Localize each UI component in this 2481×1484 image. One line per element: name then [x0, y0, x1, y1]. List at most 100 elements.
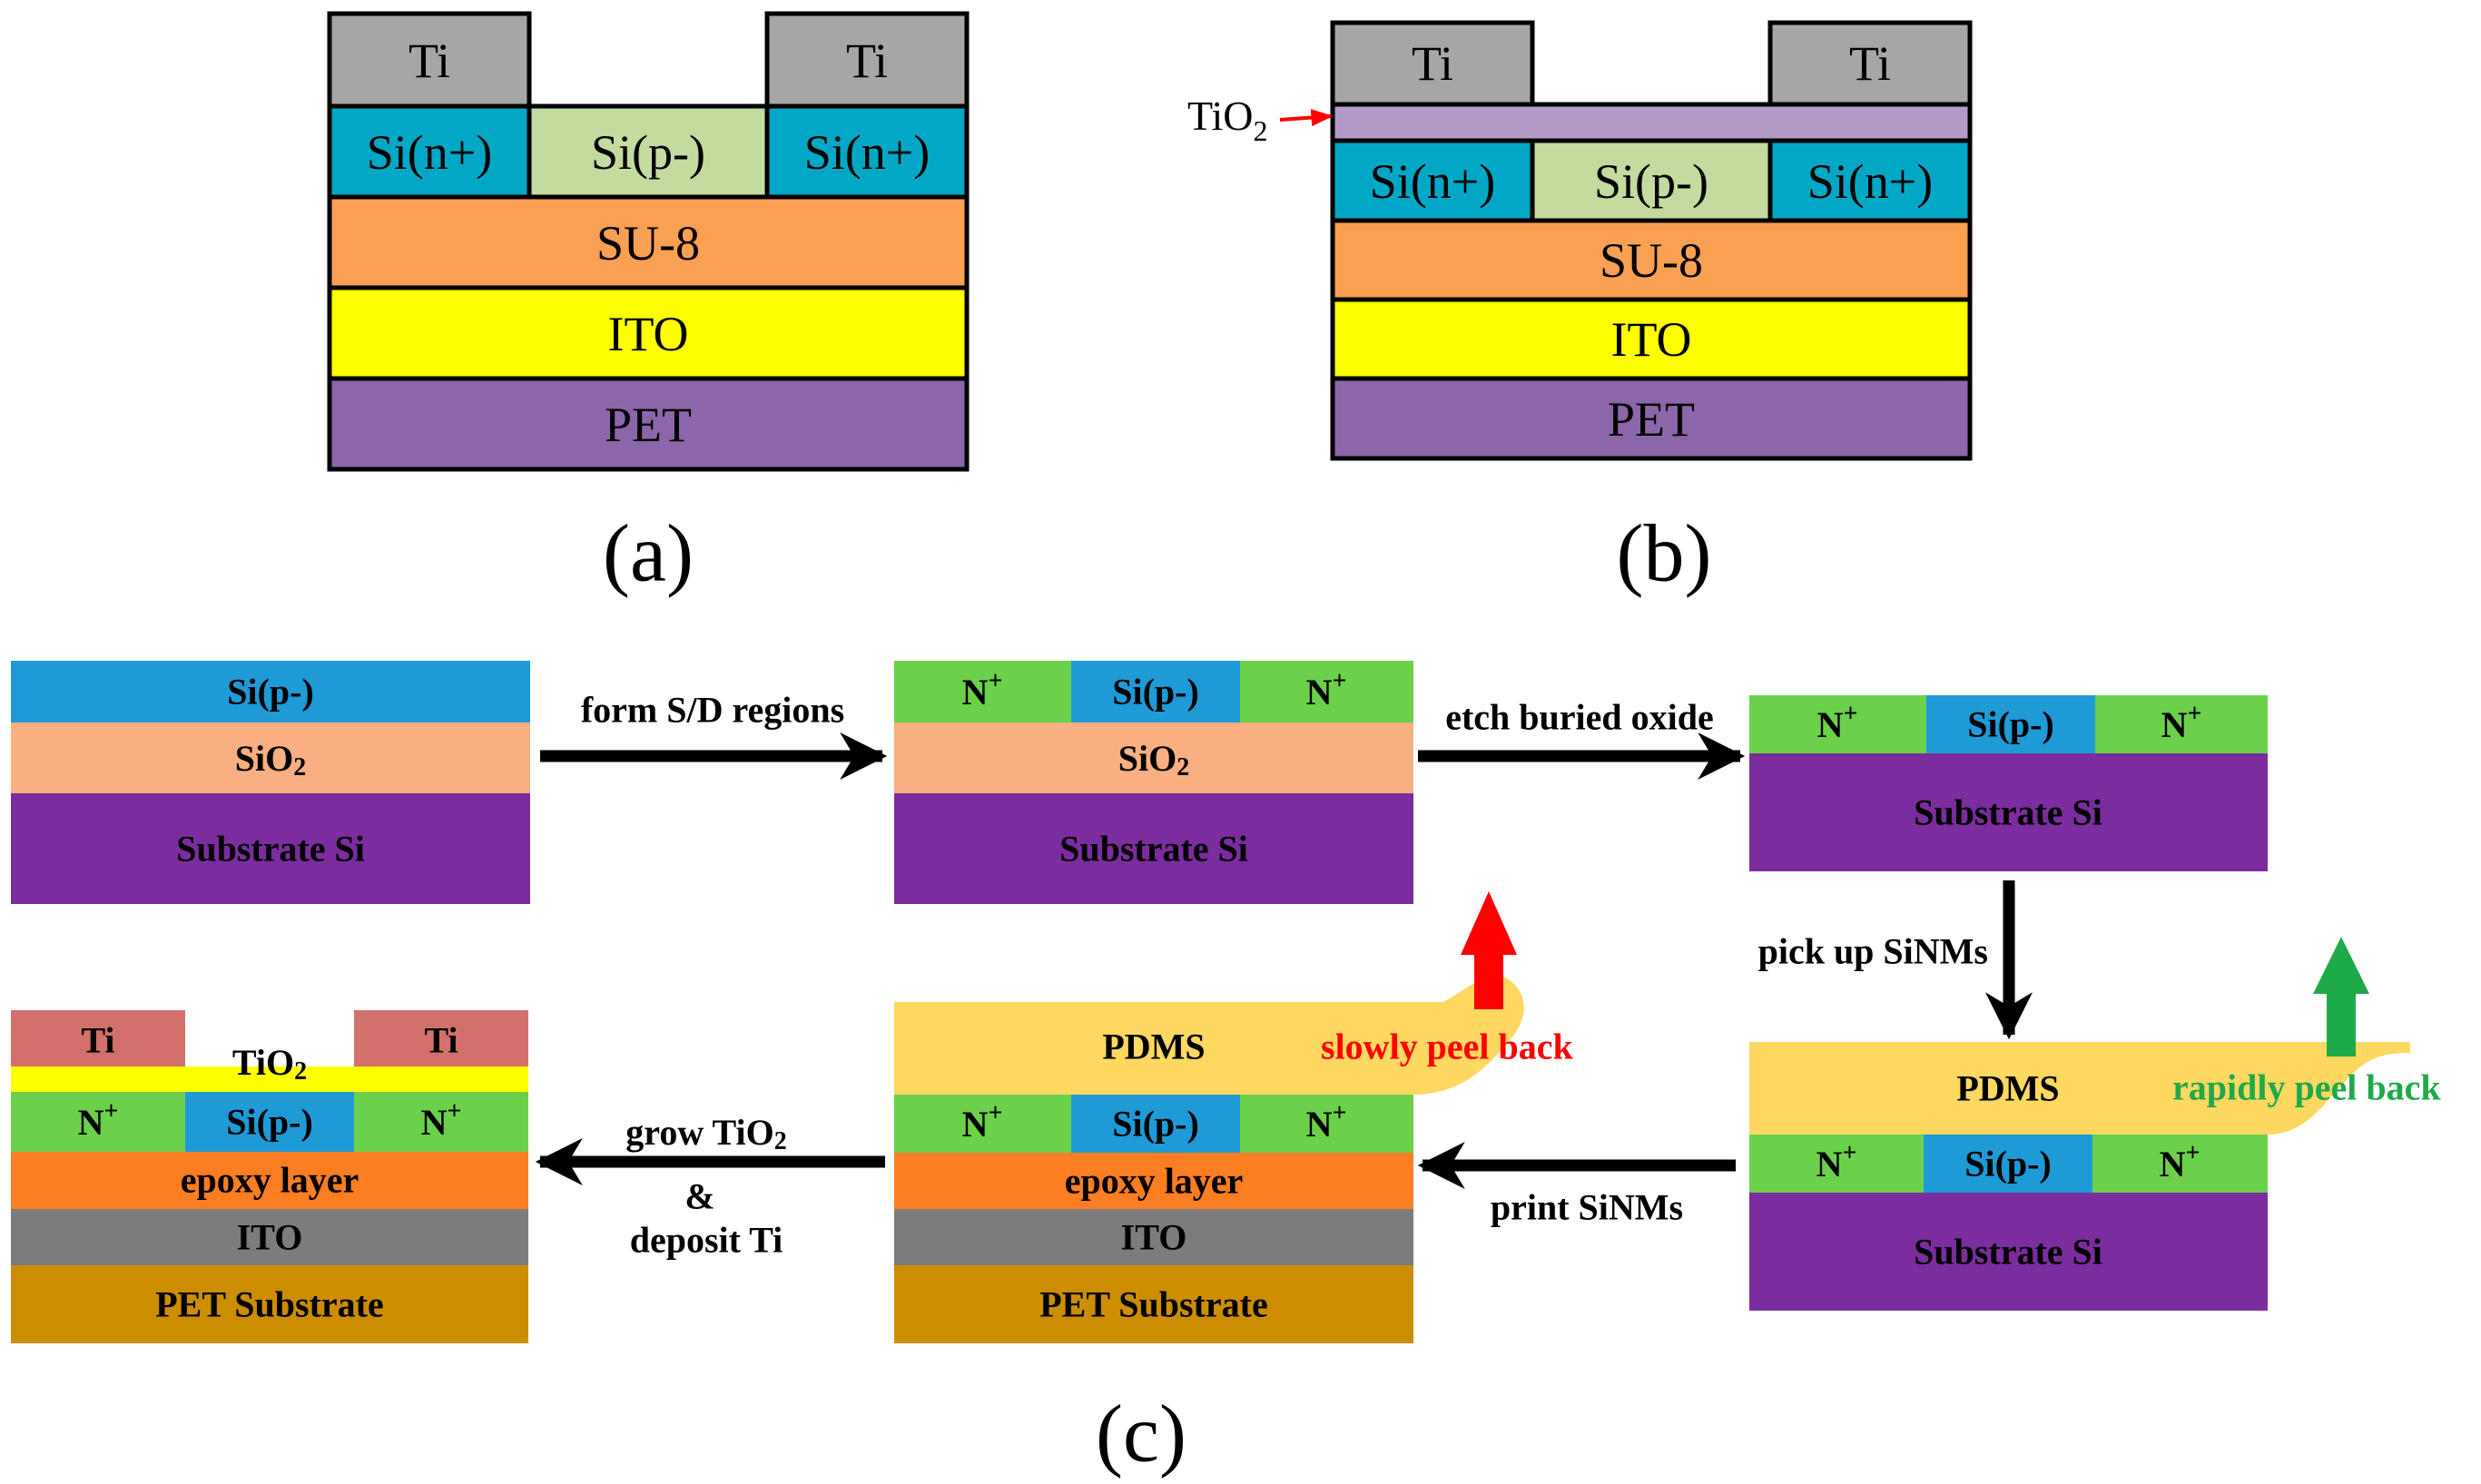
c2-n-left-label: N+ [962, 667, 1003, 713]
a-ti-left-layer [327, 11, 532, 109]
a-si-n-right-label: Si(n+) [804, 125, 930, 180]
c1-sio2-layer [11, 722, 530, 793]
panel-a [327, 11, 970, 472]
b-su8-label: SU-8 [1600, 233, 1703, 288]
b-tio2-callout-sub: 2 [1253, 114, 1267, 147]
c2-n-right-main: N [1306, 672, 1333, 713]
c4-n-left-sup: + [1842, 1139, 1856, 1167]
c5-n-left-main: N [962, 1104, 989, 1145]
b-si-n-right-layer [1767, 138, 1973, 223]
c2-n-left-sup: + [988, 667, 1002, 695]
b-tio2-callout-main: TiO [1187, 93, 1253, 139]
c2-si-p-label: Si(p-) [1112, 672, 1199, 713]
a-si-n-left-label: Si(n+) [367, 125, 492, 180]
c2-sio2-label: SiO2 [1118, 738, 1189, 781]
c4-n-left-label: N+ [1816, 1139, 1857, 1184]
c2-sio2-layer [894, 722, 1413, 793]
c5-slow-peel-arrow-shaft [1474, 953, 1503, 1009]
b-si-n-right-label: Si(n+) [1807, 154, 1933, 209]
c5-n-right-label: N+ [1306, 1099, 1347, 1145]
c6-tio2-sub: 2 [294, 1057, 307, 1086]
c3-n-left-label: N+ [1817, 700, 1858, 745]
c2-sio2-sub: 2 [1177, 753, 1189, 781]
c5-n-right-main: N [1306, 1104, 1333, 1145]
c6-n-left-sup: + [103, 1097, 118, 1125]
c5-slow-peel-label: slowly peel back [1321, 1027, 1574, 1067]
b-si-n-left-layer [1330, 138, 1535, 223]
c-arrow-form-sd-label: form S/D regions [581, 690, 844, 731]
c6-n-left-label: N+ [78, 1097, 119, 1143]
c4-n-left-main: N [1816, 1144, 1843, 1184]
c5-pet-layer [894, 1265, 1413, 1343]
c1-substrate-layer [11, 793, 530, 904]
c6-epoxy-layer [11, 1152, 528, 1209]
c4-rapid-peel-arrow-head [2313, 937, 2369, 994]
c6-ito-label: ITO [237, 1217, 303, 1258]
c3-n-right-label: N+ [2161, 700, 2202, 745]
b-ito-label: ITO [1611, 312, 1692, 367]
c5-n-left-layer [894, 1095, 1071, 1153]
c4-pdms-label: PDMS [1956, 1068, 2059, 1109]
c5-ito-layer [894, 1209, 1413, 1265]
a-caption: (a) [603, 509, 694, 599]
c6-tio2-label: TiO2 [232, 1042, 307, 1086]
c3-n-right-layer [2095, 695, 2268, 753]
c3-n-right-sup: + [2187, 700, 2201, 728]
a-si-p-label: Si(p-) [591, 125, 705, 180]
c6-n-right-layer [354, 1092, 528, 1152]
c4-substrate-label: Substrate Si [1914, 1232, 2102, 1273]
c6-n-left-layer [11, 1092, 185, 1152]
c6-ti-left-label: Ti [81, 1020, 114, 1061]
c-arrow-grow-label: grow TiO2 [625, 1112, 786, 1155]
c3-si-p-label: Si(p-) [1967, 704, 2054, 745]
c5-si-p-label: Si(p-) [1112, 1104, 1199, 1145]
c4-rapid-peel-arrow-shaft [2327, 991, 2356, 1056]
b-caption: (b) [1617, 509, 1712, 599]
c2-n-right-layer [1240, 661, 1413, 722]
b-pet-layer [1330, 376, 1973, 461]
a-ti-right-label: Ti [846, 34, 888, 88]
c-arrow-amp-label: & [684, 1176, 714, 1217]
c6-si-p-layer [185, 1092, 354, 1152]
c2-si-p-layer [1071, 661, 1240, 722]
c3-n-left-sup: + [1843, 700, 1857, 728]
b-pet-label: PET [1608, 392, 1695, 447]
b-si-p-label: Si(p-) [1594, 154, 1708, 209]
c-step3-stack [1749, 695, 2268, 871]
c4-rapid-peel-label: rapidly peel back [2172, 1067, 2441, 1108]
c1-si-p-layer [11, 661, 530, 722]
c5-ito-label: ITO [1121, 1217, 1187, 1258]
c5-n-left-sup: + [988, 1099, 1002, 1127]
c6-epoxy-label: epoxy layer [181, 1160, 359, 1201]
panel-b [1330, 20, 1973, 461]
c3-n-left-main: N [1817, 704, 1844, 745]
c4-n-right-label: N+ [2160, 1139, 2200, 1184]
c-arrow-deposit-label: deposit Ti [630, 1220, 783, 1261]
c4-substrate-layer [1749, 1193, 2268, 1311]
c5-slow-peel-arrow-head [1461, 891, 1517, 955]
c6-ti-left-layer [11, 1010, 185, 1066]
panel-c: Si(p-) SiO2 Substrate Si N+ Si(p-) N+ Si… [11, 661, 2441, 1479]
c6-n-right-main: N [421, 1102, 448, 1143]
c6-pet-label: PET Substrate [155, 1284, 384, 1325]
b-tio2-callout: TiO2 [1187, 93, 1267, 147]
c-step2-stack [894, 661, 1413, 904]
c5-n-right-layer [1240, 1095, 1413, 1153]
c3-si-p-layer [1926, 695, 2095, 753]
c2-substrate-label: Substrate Si [1059, 829, 1248, 870]
c3-n-left-layer [1749, 695, 1926, 753]
c3-n-right-main: N [2161, 704, 2188, 745]
c6-si-p-label: Si(p-) [226, 1102, 313, 1143]
c6-ito-layer [11, 1209, 528, 1265]
c-arrow-grow-sub: 2 [774, 1127, 787, 1155]
c6-n-left-main: N [78, 1102, 104, 1143]
c-arrow-print-label: print SiNMs [1491, 1187, 1683, 1228]
c1-si-p-label: Si(p-) [227, 672, 314, 713]
c3-substrate-layer [1749, 753, 2268, 871]
b-ito-layer [1330, 297, 1973, 381]
c6-n-right-label: N+ [421, 1097, 462, 1143]
b-si-n-left-label: Si(n+) [1370, 154, 1495, 209]
c4-n-right-main: N [2160, 1144, 2186, 1184]
